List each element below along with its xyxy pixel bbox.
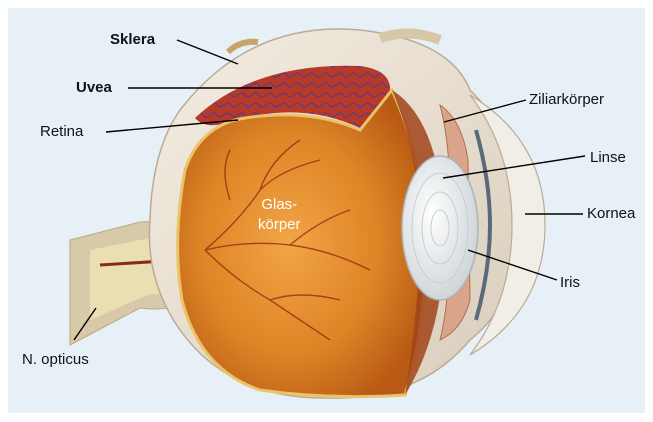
label-kornea: Kornea	[587, 206, 635, 221]
label-glaskoerper-line2: körper	[258, 216, 301, 233]
label-ziliarkoerper: Ziliarkörper	[529, 92, 604, 107]
label-retina: Retina	[40, 124, 83, 139]
label-glaskoerper-line1: Glas-	[261, 196, 297, 213]
label-sklera: Sklera	[110, 32, 155, 47]
label-uvea: Uvea	[76, 80, 112, 95]
lens-shape	[402, 156, 478, 300]
label-glaskoerper: Glas- körper	[258, 195, 301, 234]
label-n-opticus: N. opticus	[22, 352, 89, 367]
label-iris: Iris	[560, 275, 580, 290]
vitreous-body	[178, 90, 426, 397]
label-linse: Linse	[590, 150, 626, 165]
